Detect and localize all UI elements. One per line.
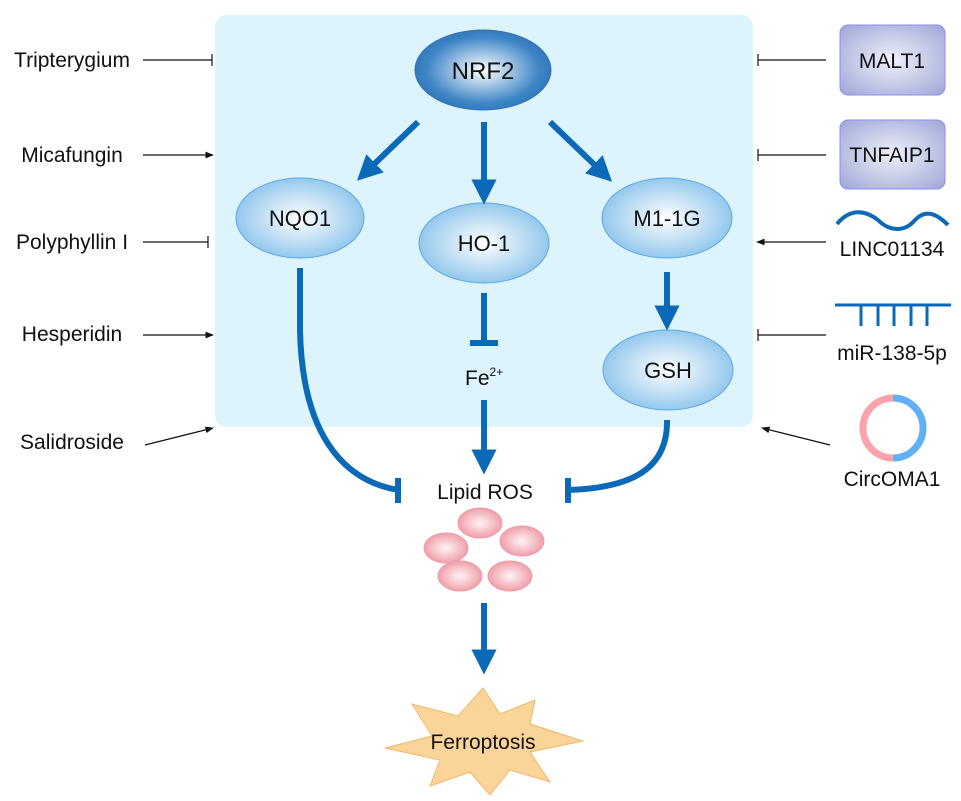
lncrna-wave-icon: [835, 210, 950, 231]
regulator-polyphyllin-i: Polyphyllin I: [16, 231, 128, 254]
mirna-comb-icon: [835, 303, 951, 326]
svg-text:M1-1G: M1-1G: [633, 206, 700, 231]
malt1-protein: MALT1: [839, 24, 946, 96]
regulator-hesperidin: Hesperidin: [22, 323, 122, 346]
lipid-ros-particles: [423, 507, 545, 592]
regulator-linc01134: LINC01134: [840, 238, 945, 261]
svg-text:NQO1: NQO1: [269, 206, 331, 231]
arrow-line-circoma1: [761, 426, 831, 446]
arrow-line-salidroside: [144, 426, 214, 446]
svg-text:MALT1: MALT1: [859, 50, 925, 73]
nqo1-node: NQO1: [235, 177, 365, 259]
fe2-label: Fe2+: [465, 365, 503, 390]
nrf2-node: NRF2: [414, 29, 552, 111]
m11g-node: M1-1G: [601, 177, 733, 259]
regulator-mir-138-5p: miR-138-5p: [837, 342, 947, 365]
svg-text:NRF2: NRF2: [452, 58, 515, 85]
ho1-node: HO-1: [418, 202, 550, 284]
tnfaip1-protein: TNFAIP1: [839, 119, 946, 190]
ferroptosis-burst: Ferroptosis: [384, 687, 585, 796]
circrna-ring-icon: [859, 394, 927, 462]
lipid-ros-label: Lipid ROS: [437, 481, 533, 504]
inhibit-nqo1-lipid-ros: [297, 268, 399, 493]
svg-text:HO-1: HO-1: [458, 231, 511, 256]
arrow-nrf2-nqo1: [356, 119, 421, 181]
inhibit-gsh-lipid-ros: [567, 419, 671, 493]
regulator-tripterygium: Tripterygium: [14, 49, 130, 72]
arrow-nrf2-m11g: [547, 119, 613, 182]
svg-text:Ferroptosis: Ferroptosis: [430, 731, 535, 754]
regulator-circoma1: CircOMA1: [844, 468, 941, 491]
regulator-micafungin: Micafungin: [21, 144, 123, 167]
gsh-node: GSH: [602, 329, 734, 411]
svg-text:TNFAIP1: TNFAIP1: [849, 144, 934, 167]
regulator-salidroside: Salidroside: [20, 431, 124, 454]
svg-text:GSH: GSH: [644, 358, 692, 383]
